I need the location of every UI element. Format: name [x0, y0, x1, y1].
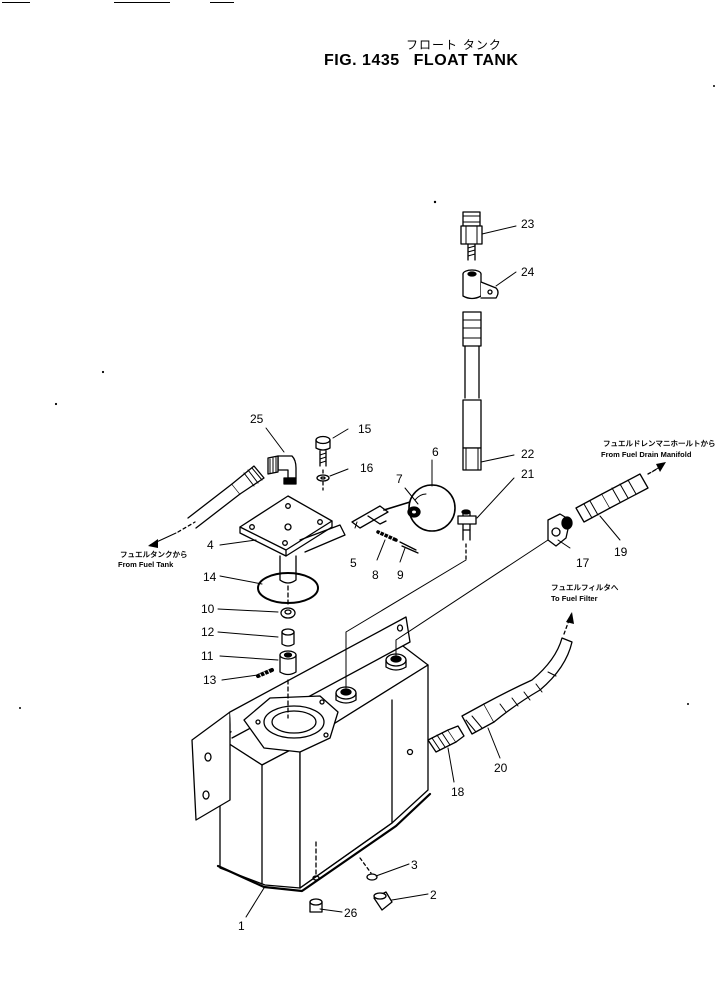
part-label-8: 8	[372, 568, 379, 582]
cover-plate	[239, 495, 346, 605]
valve-body	[279, 650, 297, 719]
nipple-fitting	[457, 509, 477, 561]
part-label-25: 25	[250, 412, 264, 426]
part-label-22: 22	[521, 447, 535, 461]
note-from-drain-manifold-jp: フュエルドレンマニホールトから	[603, 439, 716, 448]
scan-mark	[2, 2, 30, 3]
lock-washer	[316, 474, 330, 482]
figure-name: FLOAT TANK	[413, 52, 519, 69]
part-label-5: 5	[350, 556, 357, 570]
part-label-14: 14	[203, 570, 217, 584]
valve-plug	[281, 628, 295, 647]
hose-to-fuel-filter	[461, 611, 573, 735]
part-number-labels: 1 2 3 4 5 6 7 8 9 10 11 12 13 14 15 16 1…	[201, 217, 628, 933]
connector	[460, 211, 483, 261]
o-ring	[257, 572, 319, 604]
drain-washer	[366, 873, 378, 881]
part-label-24: 24	[521, 265, 535, 279]
scan-specks	[19, 85, 715, 709]
spring-pin	[256, 668, 274, 679]
part-label-6: 6	[432, 445, 439, 459]
nut	[280, 607, 296, 619]
title-japanese: フロート タンク	[406, 38, 502, 52]
float-arm	[351, 501, 411, 529]
part-label-10: 10	[201, 602, 215, 616]
flow-arrows	[148, 462, 666, 624]
scan-mark	[210, 2, 234, 3]
part-label-13: 13	[203, 673, 217, 687]
part-label-3: 3	[411, 858, 418, 872]
note-from-drain-manifold-en: From Fuel Drain Manifold	[601, 450, 692, 459]
hose-clamp	[462, 269, 499, 300]
part-label-23: 23	[521, 217, 535, 231]
part-label-26: 26	[344, 906, 358, 920]
leader-lines	[149, 225, 665, 918]
flow-notes: フュエルタンクから From Fuel Tank フュエルドレンマニホールトから…	[118, 439, 716, 603]
bolt	[315, 435, 331, 491]
note-from-fuel-tank-en: From Fuel Tank	[118, 560, 174, 569]
arm-pin	[376, 530, 398, 542]
float-tank-body	[191, 616, 432, 893]
elbow-fitting	[267, 455, 297, 485]
note-to-fuel-filter-jp: フュエルフィルタへ	[551, 582, 619, 592]
scan-mark	[114, 2, 170, 3]
bottom-plug	[309, 898, 323, 913]
part-label-21: 21	[521, 467, 535, 481]
part-label-16: 16	[360, 461, 374, 475]
part-label-12: 12	[201, 625, 215, 639]
cotter-pin	[399, 541, 419, 554]
part-label-1: 1	[238, 919, 245, 933]
part-label-2: 2	[430, 888, 437, 902]
note-to-fuel-filter-en: To Fuel Filter	[551, 594, 598, 603]
hose-from-drain-manifold	[575, 465, 663, 523]
note-from-fuel-tank-jp: フュエルタンクから	[120, 549, 188, 559]
page-title: FIG. 1435 FLOAT TANK	[324, 52, 518, 70]
drain-elbow	[547, 513, 573, 547]
part-label-7: 7	[396, 472, 403, 486]
part-label-18: 18	[451, 785, 465, 799]
part-label-9: 9	[397, 568, 404, 582]
part-label-20: 20	[494, 761, 508, 775]
part-label-4: 4	[207, 538, 214, 552]
float-nut	[407, 506, 421, 518]
fuel-hose	[462, 311, 482, 471]
routing-lines	[345, 539, 549, 689]
part-label-15: 15	[358, 422, 372, 436]
figure-number: FIG. 1435	[324, 52, 400, 69]
part-label-19: 19	[614, 545, 628, 559]
part-label-11: 11	[201, 649, 214, 663]
adapter-fitting	[427, 725, 465, 753]
drain-plug	[373, 891, 393, 911]
hose-from-fuel-tank	[177, 465, 265, 533]
part-label-17: 17	[576, 556, 590, 570]
